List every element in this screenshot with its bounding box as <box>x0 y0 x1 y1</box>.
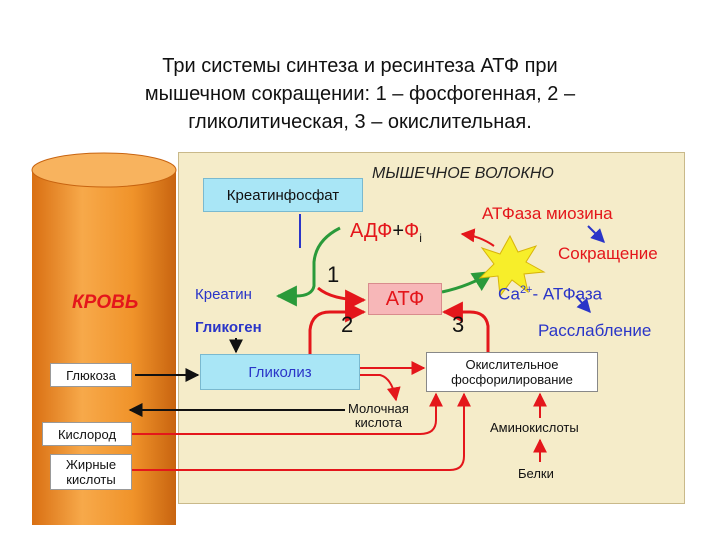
atpase-myosin-label: АТФаза миозина <box>482 204 613 223</box>
amino-acids-label: Аминокислоты <box>490 420 579 435</box>
adp-pi-label: АДФ+Фi <box>350 220 422 245</box>
blood-label: КРОВЬ <box>72 292 139 313</box>
fatty-label-2: кислоты <box>66 472 116 487</box>
fatty-to-oxidative <box>132 392 471 471</box>
lactic-acid-label: Молочная кислота <box>348 402 409 430</box>
adp-label: АДФ <box>350 220 393 242</box>
lactic-label-2: кислота <box>354 415 402 430</box>
glycolysis-box: Гликолиз <box>200 354 360 390</box>
contraction-label: Сокращение <box>558 244 658 263</box>
lactic-label-1: Молочная <box>348 401 409 416</box>
atpase-to-adp <box>460 228 495 247</box>
title-line-3: гликолитическая, 3 – окислительная. <box>188 111 532 133</box>
contraction-arrow <box>587 225 605 243</box>
atp-label: АТФ <box>385 287 425 310</box>
pi-label: Ф <box>404 220 420 242</box>
title-line-2: мышечном сокращении: 1 – фосфогенная, 2 … <box>144 83 576 105</box>
glycolysis-to-lactic <box>360 374 401 402</box>
system-1-to-atp <box>317 286 367 311</box>
ca-superscript: 2+ <box>519 284 533 296</box>
muscle-fiber-label: МЫШЕЧНОЕ ВОЛОКНО <box>372 165 554 182</box>
glucose-box: Глюкоза <box>50 363 132 387</box>
plus-label: + <box>392 220 405 242</box>
ca-label: Са <box>498 284 520 304</box>
oxygen-to-oxidative <box>132 392 443 435</box>
pi-subscript: i <box>419 231 422 245</box>
oxygen-box: Кислород <box>42 422 132 446</box>
glycogen-label: Гликоген <box>195 319 262 336</box>
system-2-curve <box>308 301 367 357</box>
creatine-label: Креатин <box>195 286 252 303</box>
oxidative-phosphorylation-box: Окислительное фосфорилирование <box>426 352 598 392</box>
system-number-2: 2 <box>341 312 354 337</box>
proteins-label: Белки <box>518 466 554 481</box>
atpase-starburst <box>478 234 546 298</box>
creatine-phosphate-label: Креатинфосфат <box>226 186 340 204</box>
ca-atpase-text: - АТФаза <box>532 284 603 304</box>
ca-atpase-label: Са2+- АТФаза <box>498 284 602 305</box>
glycolysis-label: Гликолиз <box>248 363 312 381</box>
oxygen-label: Кислород <box>57 426 117 442</box>
system-number-3: 3 <box>452 312 465 337</box>
relaxation-arrow <box>575 295 591 314</box>
relaxation-label: Расслабление <box>538 321 652 340</box>
oxidative-label-2: фосфорилирование <box>451 372 573 387</box>
oxidative-label-1: Окислительное <box>465 357 559 372</box>
title-line-1: Три системы синтеза и ресинтеза АТФ при <box>162 55 558 77</box>
system-1-curve <box>275 226 341 307</box>
fatty-acids-box: Жирные кислоты <box>50 454 132 490</box>
glucose-label: Глюкоза <box>66 367 116 383</box>
system-number-1: 1 <box>327 262 340 287</box>
system-3-curve <box>441 301 490 356</box>
fatty-label-1: Жирные <box>65 457 117 472</box>
atp-box: АТФ <box>368 283 442 315</box>
creatine-phosphate-box: Креатинфосфат <box>203 178 363 212</box>
slide-title: Три системы синтеза и ресинтеза АТФ при … <box>60 52 660 136</box>
